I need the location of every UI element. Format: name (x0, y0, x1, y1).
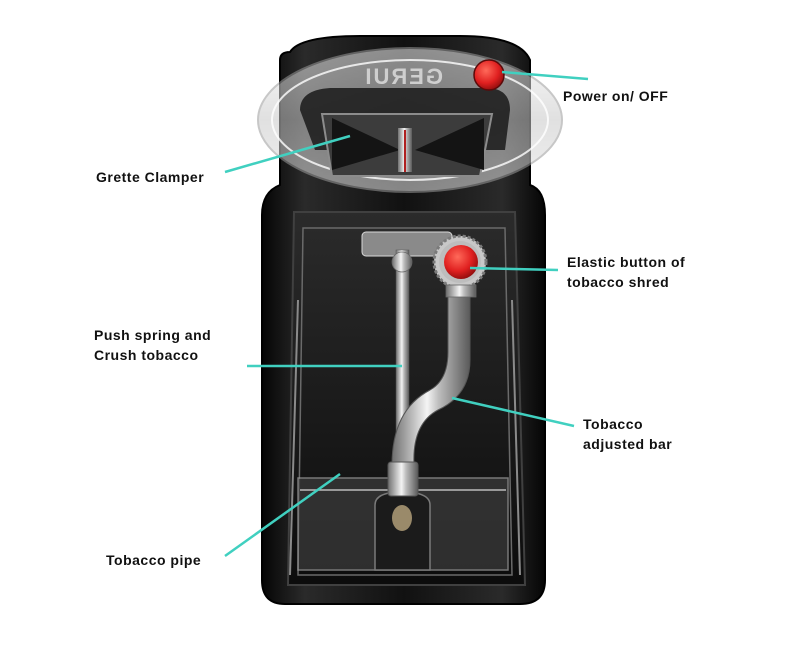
callout-line-power (501, 70, 589, 81)
callout-line-pipe (224, 472, 341, 558)
callout-line-clamper (224, 134, 351, 174)
clamper-opening (320, 113, 494, 177)
label-tobacco-pipe: Tobacco pipe (106, 552, 202, 568)
label-adjusted-bar: Tobacco adjusted bar (583, 416, 673, 452)
brand-logo: GERUI (363, 64, 443, 89)
callout-line-elastic (469, 266, 559, 272)
label-elastic-button: Elastic button of tobacco shred (567, 254, 686, 290)
callout-line-bar (451, 396, 575, 428)
tobacco-adjusted-bar (387, 289, 471, 497)
elastic-button[interactable] (432, 234, 488, 298)
tobacco-pipe (374, 491, 431, 571)
label-power: Power on/ OFF (563, 88, 669, 104)
label-push-spring: Push spring and Crush tobacco (94, 327, 212, 363)
callout-lines (224, 70, 589, 558)
svg-text:GERUI: GERUI (363, 64, 443, 89)
power-button[interactable] (473, 59, 505, 91)
label-grette-clamper: Grette Clamper (96, 169, 205, 185)
